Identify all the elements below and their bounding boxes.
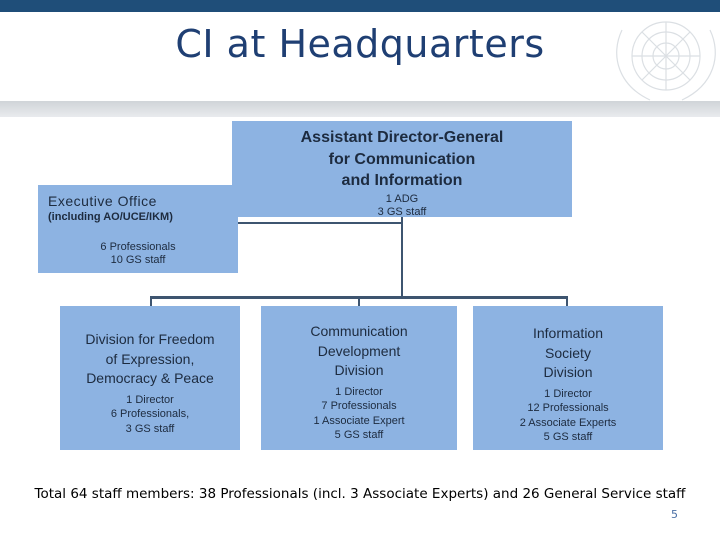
executive-office-staff-line: 10 GS staff [110, 254, 166, 266]
executive-office-subtitle: (including AO/UCE/IKM) [48, 211, 173, 223]
header-divider [0, 101, 720, 117]
adg-staff-line: 1 ADG [385, 193, 419, 205]
connector-adg-down [401, 217, 403, 297]
adg-box: Assistant Director-General for Communica… [232, 121, 572, 218]
connector-division-1 [150, 296, 152, 306]
division-staff-line: 2 Associate Experts [519, 416, 617, 429]
division-staff-line: 1 Director [544, 387, 592, 400]
executive-office-box: Executive Office (including AO/UCE/IKM) … [38, 185, 238, 273]
division-title-line: Division [334, 362, 384, 378]
connector-exec-link [238, 222, 402, 224]
executive-office-title: Executive Office [48, 193, 157, 209]
division-staff-line: 5 GS staff [334, 429, 384, 441]
division-staff-line: 5 GS staff [543, 431, 593, 443]
division-staff-line: 1 Director [335, 385, 383, 398]
page-title: CI at Headquarters [175, 22, 545, 66]
header-bar [0, 0, 720, 12]
adg-title-line: and Information [341, 172, 463, 189]
division-staff-line: 12 Professionals [527, 402, 609, 414]
division-freedom-of-expression-box: Division for Freedom of Expression, Demo… [60, 306, 240, 450]
connector-division-3 [566, 296, 568, 306]
division-title-line: Development [317, 342, 401, 359]
un-emblem-icon [616, 21, 716, 101]
adg-title-line: for Communication [328, 150, 476, 168]
division-information-society-box: Information Society Division 1 Director … [473, 306, 663, 450]
adg-staff-line: 3 GS staff [377, 206, 427, 218]
executive-office-staff-line: 6 Professionals [100, 241, 176, 253]
division-staff-line: 1 Associate Expert [313, 414, 405, 427]
division-title-line: Communication [310, 323, 408, 339]
division-title-line: Society [545, 344, 591, 361]
division-title-line: Division [543, 364, 593, 380]
connector-division-2 [358, 296, 360, 306]
page-number: 5 [671, 508, 678, 521]
division-title-line: Democracy & Peace [86, 370, 214, 386]
division-staff-line: 1 Director [126, 393, 174, 406]
division-title-line: Division for Freedom [85, 331, 215, 347]
footer-summary: Total 64 staff members: 38 Professionals… [34, 486, 686, 502]
division-staff-line: 7 Professionals [321, 400, 397, 412]
division-staff-line: 3 GS staff [125, 422, 175, 435]
division-title-line: of Expression, [105, 350, 195, 367]
adg-title-line: Assistant Director-General [300, 129, 504, 146]
division-title-line: Information [532, 325, 604, 341]
division-staff-line: 6 Professionals, [110, 408, 190, 420]
division-communication-development-box: Communication Development Division 1 Dir… [261, 306, 457, 450]
